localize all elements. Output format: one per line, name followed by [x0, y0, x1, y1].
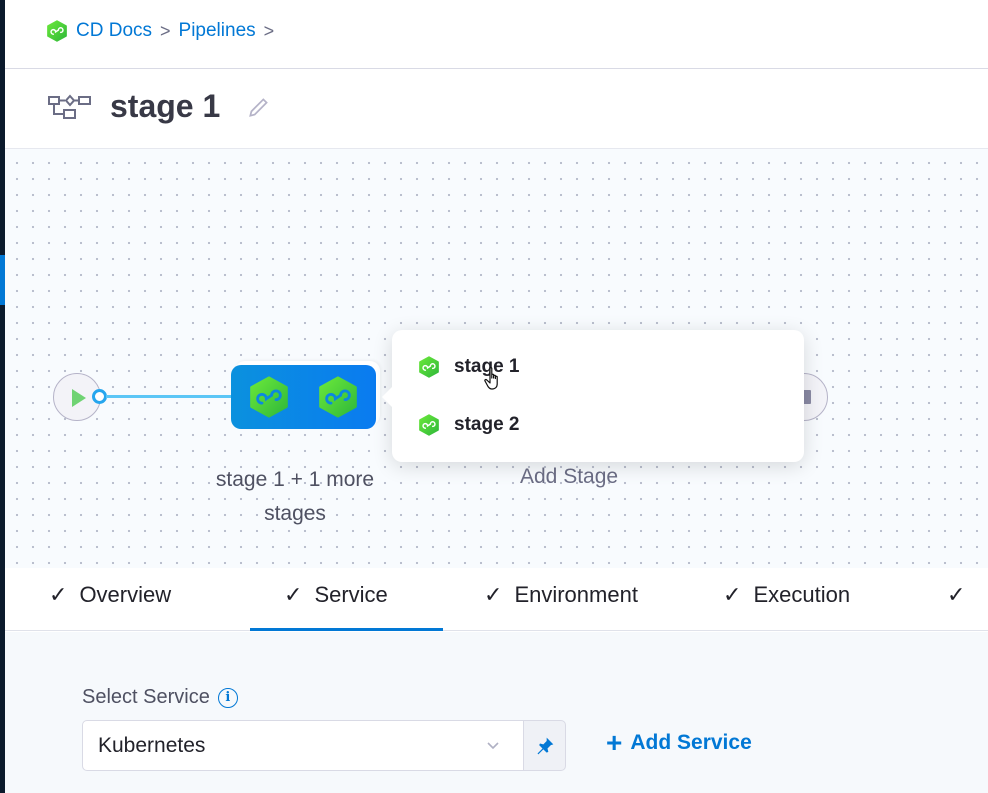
- page-header: stage 1: [48, 88, 272, 125]
- plus-icon: +: [606, 727, 623, 758]
- active-tab-indicator: [250, 628, 443, 631]
- pipeline-icon: [48, 93, 91, 119]
- add-stage-button[interactable]: Add Stage: [520, 465, 619, 488]
- breadcrumb-separator: >: [160, 20, 171, 41]
- deploy-stage-icon: [317, 376, 359, 418]
- deploy-stage-icon: [418, 414, 440, 436]
- service-select[interactable]: Kubernetes: [82, 720, 524, 771]
- selected-value: Kubernetes: [98, 733, 206, 757]
- start-node[interactable]: [53, 373, 101, 421]
- connector-port[interactable]: [92, 389, 107, 404]
- select-service-label: Select Service i: [82, 686, 238, 709]
- breadcrumb-pipelines[interactable]: Pipelines: [178, 20, 256, 41]
- breadcrumb-separator: >: [263, 20, 275, 41]
- tab-execution[interactable]: ✓ Execution: [723, 582, 850, 608]
- breadcrumb-cd-docs[interactable]: CD Docs: [76, 20, 153, 41]
- divider: [5, 68, 988, 69]
- stage-name: stage 2: [454, 414, 520, 435]
- deploy-stage-icon: [418, 356, 440, 378]
- popover-stage-item[interactable]: stage 2: [418, 414, 519, 436]
- sidebar-strip: [0, 0, 5, 793]
- hand-cursor-icon: [484, 367, 498, 390]
- breadcrumb: CD Docs > Pipelines >: [46, 18, 274, 44]
- stage-group-popover: stage 1 stage 2: [382, 330, 804, 462]
- connector-line: [106, 395, 234, 398]
- tab-label: Service: [314, 582, 388, 607]
- popover-stage-item[interactable]: stage 1: [418, 356, 519, 378]
- add-service-button[interactable]: + Add Service: [606, 727, 752, 758]
- sidebar-active-indicator: [0, 255, 5, 305]
- stage-group-label: stage 1 + 1 more stages: [215, 468, 375, 525]
- tab-overview[interactable]: ✓ Overview: [49, 582, 171, 608]
- label-text: Select Service: [82, 686, 210, 708]
- stage-group-node[interactable]: [231, 365, 376, 429]
- chevron-down-icon[interactable]: [485, 738, 501, 754]
- tab-service[interactable]: ✓ Service: [284, 582, 388, 608]
- cd-module-icon: [46, 20, 68, 42]
- check-icon: ✓: [484, 582, 503, 607]
- pin-icon: [537, 737, 553, 754]
- stage-tabs: ✓ Overview ✓ Service ✓ Environment ✓ Executi…: [5, 568, 988, 631]
- tab-next-partial[interactable]: ✓: [947, 582, 965, 608]
- tab-environment[interactable]: ✓ Environment: [484, 582, 638, 608]
- tab-label: Execution: [753, 582, 851, 607]
- check-icon: ✓: [49, 582, 68, 607]
- check-icon: ✓: [947, 582, 966, 607]
- add-service-label: Add Service: [630, 731, 752, 754]
- page-title: stage 1: [110, 88, 221, 124]
- pin-button[interactable]: [523, 720, 566, 771]
- tab-label: Environment: [514, 582, 638, 607]
- pencil-icon[interactable]: [246, 94, 272, 120]
- check-icon: ✓: [723, 582, 742, 607]
- info-icon[interactable]: i: [217, 687, 238, 708]
- tab-label: Overview: [79, 582, 172, 607]
- check-icon: ✓: [284, 582, 303, 607]
- deploy-stage-icon: [248, 376, 290, 418]
- stage-name: stage 1: [454, 356, 520, 377]
